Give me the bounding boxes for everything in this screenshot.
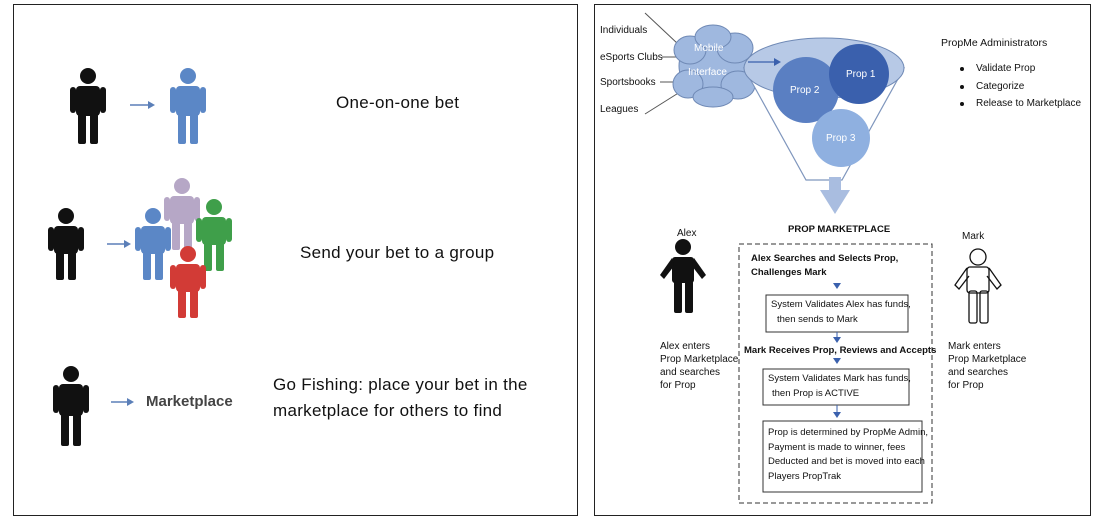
alex-desc-line4: for Prop bbox=[660, 380, 696, 391]
flow-box1-line1: System Validates Alex has funds, bbox=[771, 299, 911, 310]
alex-desc-line3: and searches bbox=[660, 367, 721, 378]
person-blue-icon bbox=[170, 68, 206, 144]
person-purple-icon bbox=[164, 178, 200, 250]
person-green-icon bbox=[196, 199, 232, 271]
go-fishing-label-line1: Go Fishing: place your bet in the bbox=[273, 375, 528, 394]
mark-desc-line2: Prop Marketplace bbox=[948, 354, 1027, 365]
arrow-right-icon bbox=[111, 398, 134, 406]
flow-box2-line2: then Prop is ACTIVE bbox=[772, 388, 860, 399]
mark-desc-line3: and searches bbox=[948, 367, 1009, 378]
arrow-right-icon bbox=[130, 101, 155, 109]
alex-name: Alex bbox=[677, 228, 697, 239]
flow-box3-line3: Deducted and bet is moved into each bbox=[768, 456, 925, 467]
mark-person-icon bbox=[954, 248, 1002, 324]
marketplace-title: PROP MARKETPLACE bbox=[788, 224, 891, 235]
person-black-icon bbox=[48, 208, 84, 280]
person-red-icon bbox=[170, 246, 206, 318]
flow-arrow-icons bbox=[833, 283, 841, 418]
person-black-icon bbox=[53, 366, 89, 446]
admin-item-categorize: Categorize bbox=[976, 81, 1025, 92]
alex-desc-line2: Prop Marketplace bbox=[660, 354, 739, 365]
marketplace-label: Marketplace bbox=[146, 393, 233, 410]
prop-2-label: Prop 2 bbox=[790, 85, 820, 96]
person-black-icon bbox=[70, 68, 106, 144]
alex-person-icon bbox=[660, 239, 706, 313]
prop-3-circle bbox=[812, 109, 870, 167]
prop-1-label: Prop 1 bbox=[846, 69, 876, 80]
flow-box3-line2: Payment is made to winner, fees bbox=[768, 442, 906, 453]
prop-3-label: Prop 3 bbox=[826, 133, 856, 144]
down-arrow-icon bbox=[820, 177, 850, 214]
flow-step2: Mark Receives Prop, Reviews and Accepts bbox=[744, 345, 937, 356]
mark-desc-line1: Mark enters bbox=[948, 341, 1001, 352]
mark-name: Mark bbox=[962, 231, 985, 242]
source-esports-clubs: eSports Clubs bbox=[600, 52, 663, 63]
go-fishing-label-line2: marketplace for others to find bbox=[273, 401, 503, 420]
admin-item-validate: Validate Prop bbox=[976, 63, 1036, 74]
source-sportsbooks: Sportsbooks bbox=[600, 77, 656, 88]
flow-box-3 bbox=[762, 420, 923, 493]
flow-box3-line4: Players PropTrak bbox=[768, 471, 842, 482]
send-group-bet-label: Send your bet to a group bbox=[300, 243, 495, 262]
cloud-label-line1: Mobile bbox=[694, 43, 724, 54]
admins-title: PropMe Administrators bbox=[941, 37, 1048, 49]
source-leagues: Leagues bbox=[600, 104, 639, 115]
arrow-right-icon bbox=[107, 240, 131, 248]
cloud-label-line2: Interface bbox=[688, 67, 727, 78]
flow-box-2 bbox=[762, 368, 910, 406]
flow-box2-line1: System Validates Mark has funds, bbox=[768, 373, 911, 384]
source-individuals: Individuals bbox=[600, 25, 648, 36]
flow-box-1 bbox=[765, 294, 909, 333]
mark-desc-line4: for Prop bbox=[948, 380, 984, 391]
one-on-one-bet-label: One-on-one bet bbox=[336, 93, 460, 112]
admin-item-release: Release to Marketplace bbox=[976, 98, 1082, 109]
marketplace-flow-container bbox=[738, 243, 933, 504]
flow-box1-line2: then sends to Mark bbox=[777, 314, 858, 325]
bullet-icons bbox=[960, 67, 964, 106]
prop-2-circle bbox=[773, 57, 839, 123]
alex-desc-line1: Alex enters bbox=[660, 341, 711, 352]
person-blue-icon bbox=[135, 208, 171, 280]
cloud-icon bbox=[672, 24, 756, 108]
flow-step1-line1: Alex Searches and Selects Prop, bbox=[751, 253, 899, 264]
flow-box3-line1: Prop is determined by PropMe Admin, bbox=[768, 427, 928, 438]
source-connector-lines bbox=[644, 12, 681, 115]
arrow-right-icon bbox=[748, 58, 781, 66]
flow-step1-line2: Challenges Mark bbox=[751, 267, 827, 278]
prop-1-circle bbox=[829, 44, 889, 104]
left-panel bbox=[13, 4, 578, 516]
